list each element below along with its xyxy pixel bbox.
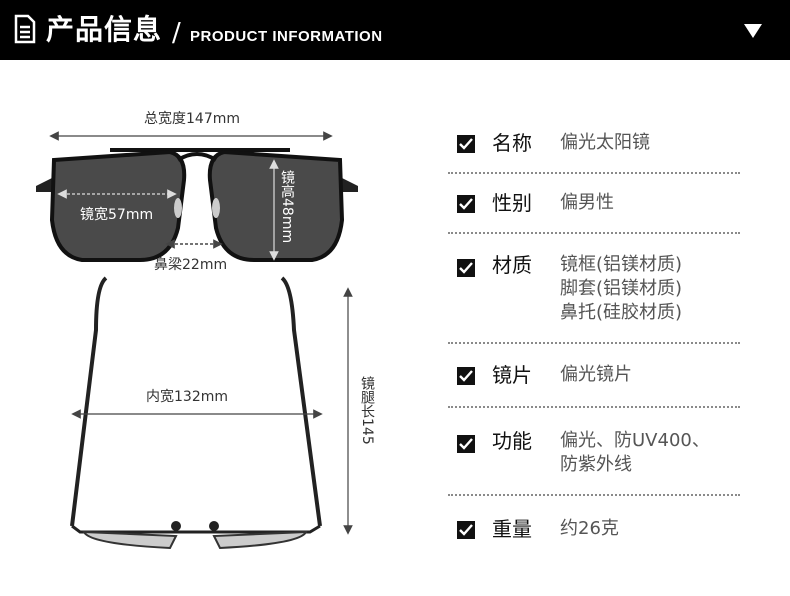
checkbox-checked-icon (457, 435, 475, 453)
spec-value: 约26克 (560, 518, 619, 539)
spec-value: 鼻托(硅胶材质) (560, 302, 683, 323)
spec-value: 偏光太阳镜 (560, 132, 650, 153)
lens-width-label: 镜宽57mm (80, 207, 154, 223)
row-divider (448, 232, 740, 234)
checkbox-checked-icon (457, 135, 475, 153)
checkbox-checked-icon (457, 521, 475, 539)
inner-width-label: 内宽132mm (146, 389, 228, 405)
lens-height-label: 镜高48mm (279, 170, 295, 244)
spec-value: 偏男性 (560, 192, 614, 213)
glasses-drawing (36, 131, 358, 550)
row-divider (448, 172, 740, 174)
checkbox-checked-icon (457, 259, 475, 277)
spec-label: 性别 (492, 191, 532, 215)
row-divider (448, 406, 740, 408)
title-slash: / (172, 18, 181, 48)
spec-value: 偏光镜片 (560, 364, 632, 385)
spec-label: 材质 (492, 253, 532, 277)
spec-label: 镜片 (492, 363, 532, 387)
spec-value: 偏光、防UV400、 (560, 430, 710, 451)
triangle-down-icon[interactable] (742, 22, 764, 40)
checkbox-checked-icon (457, 367, 475, 385)
header-bar: 产品信息 / PRODUCT INFORMATION (0, 0, 790, 60)
document-icon (14, 14, 36, 44)
spec-value: 镜框(铝镁材质) (560, 254, 683, 275)
glasses-illustration: 总宽度147mm 镜宽57mm 镜高48mm 鼻梁22mm 内宽132mm 镜腿… (0, 60, 400, 596)
row-divider (448, 342, 740, 344)
spec-label: 名称 (492, 131, 532, 155)
spec-label: 功能 (492, 429, 532, 453)
page-subtitle: PRODUCT INFORMATION (190, 28, 383, 45)
temple-length-label: 镜腿长145 (359, 376, 375, 445)
spec-value: 脚套(铝镁材质) (560, 278, 683, 299)
bridge-label: 鼻梁22mm (154, 257, 228, 273)
checkbox-checked-icon (457, 195, 475, 213)
row-divider (448, 494, 740, 496)
spec-label: 重量 (492, 517, 532, 541)
total-width-label: 总宽度147mm (144, 111, 240, 127)
spec-value: 防紫外线 (560, 454, 632, 475)
page-title: 产品信息 (46, 13, 163, 46)
